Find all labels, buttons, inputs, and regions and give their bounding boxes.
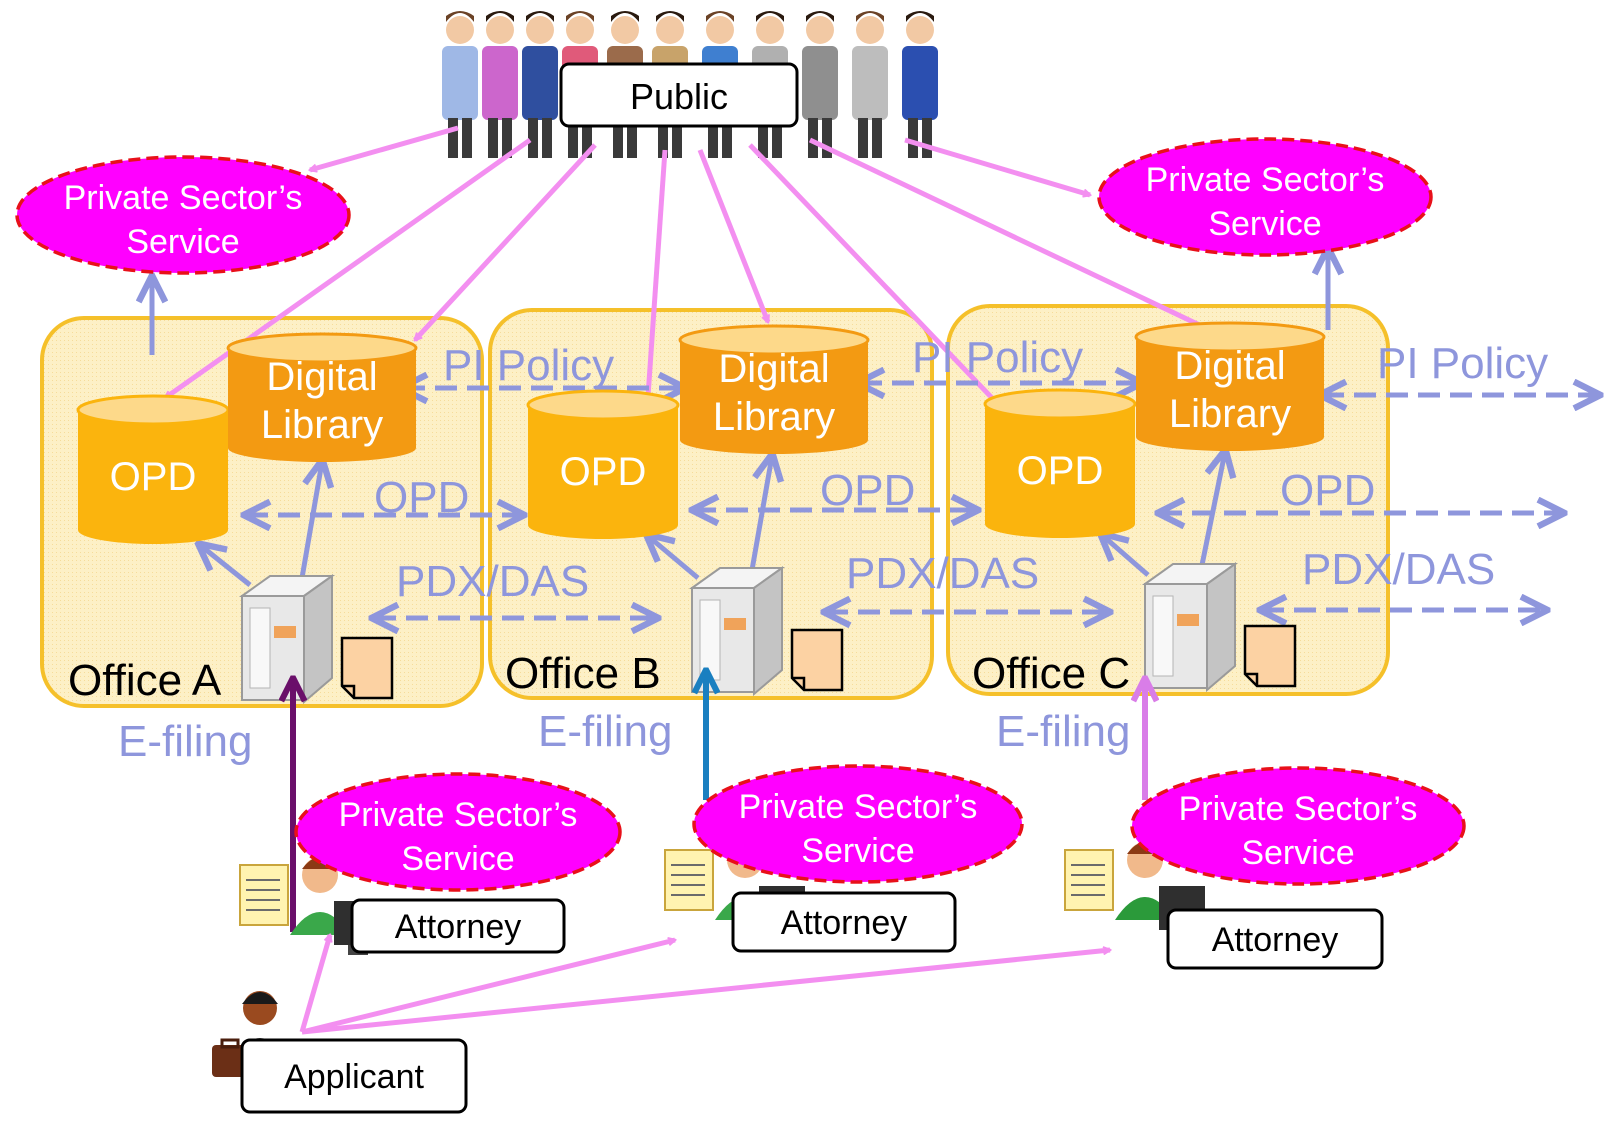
pi-policy-label: PI Policy bbox=[912, 333, 1083, 382]
pdx-das-label: PDX/DAS bbox=[396, 557, 589, 606]
public-person-figure bbox=[482, 11, 518, 158]
office-name-label: Office A bbox=[68, 656, 222, 705]
attorney-figure bbox=[1064, 842, 1205, 940]
document-icon bbox=[790, 628, 844, 692]
opd-database-label: OPD bbox=[110, 455, 197, 499]
digital-library-label-line2: Library bbox=[713, 395, 835, 439]
attorney-label-box-text: Attorney bbox=[1212, 921, 1339, 959]
private-service-label-line1: Private Sector’s bbox=[1146, 161, 1385, 199]
opd-exchange-label: OPD bbox=[1280, 466, 1375, 515]
attorney-label-box-text: Attorney bbox=[395, 908, 522, 946]
applicant-label-box: Applicant bbox=[240, 1038, 468, 1114]
public-label: Public bbox=[630, 76, 728, 117]
opd-database: OPD bbox=[526, 389, 680, 539]
private-service-label-line1: Private Sector’s bbox=[1179, 790, 1418, 828]
server-internal-arrows bbox=[200, 452, 1225, 587]
public-person-figure bbox=[802, 11, 838, 158]
pdx-das-label: PDX/DAS bbox=[846, 549, 1039, 598]
e-filing-label: E-filing bbox=[996, 707, 1131, 756]
opd-exchange-label: OPD bbox=[820, 466, 915, 515]
e-filing-label: E-filing bbox=[538, 707, 673, 756]
opd-exchange-label: OPD bbox=[374, 473, 469, 522]
opd-database: OPD bbox=[983, 388, 1137, 538]
pi-policy-label: PI Policy bbox=[1377, 339, 1548, 388]
digital-library-label-line2: Library bbox=[261, 403, 383, 447]
private-service-label-line1: Private Sector’s bbox=[64, 179, 303, 217]
office-name-label: Office B bbox=[505, 649, 661, 698]
digital-library-label-line2: Library bbox=[1169, 392, 1291, 436]
attorney-figure bbox=[239, 857, 380, 955]
opd-database: OPD bbox=[76, 394, 230, 544]
pdx-das-label: PDX/DAS bbox=[1302, 545, 1495, 594]
private-service-label-line2: Service bbox=[126, 223, 239, 261]
private-service-label-line2: Service bbox=[801, 832, 914, 870]
digital-library-label-line1: Digital bbox=[718, 347, 829, 391]
opd-database-label: OPD bbox=[1017, 449, 1104, 493]
public-person-figure bbox=[902, 11, 938, 158]
pi-policy-label: PI Policy bbox=[443, 341, 614, 390]
server-icon bbox=[1141, 562, 1239, 693]
exchange-arrows bbox=[246, 383, 1598, 618]
public-person-figure bbox=[442, 11, 478, 158]
e-filing-label: E-filing bbox=[118, 717, 253, 766]
attorney-label-box: Attorney bbox=[731, 891, 957, 953]
private-service-label-line2: Service bbox=[401, 840, 514, 878]
attorney-label-box-text: Attorney bbox=[781, 904, 908, 942]
public-person-figure bbox=[852, 11, 888, 158]
private-service-label-line1: Private Sector’s bbox=[339, 796, 578, 834]
attorney-label-box: Attorney bbox=[1166, 908, 1384, 970]
private-service-label-line2: Service bbox=[1208, 205, 1321, 243]
public-label-box: Public bbox=[559, 62, 799, 128]
office-name-label: Office C bbox=[972, 649, 1130, 698]
applicant-label-box-text: Applicant bbox=[284, 1058, 424, 1096]
applicant-arrows bbox=[299, 935, 1110, 1035]
server-icon bbox=[238, 574, 336, 705]
document-icon bbox=[340, 636, 394, 700]
document-icon bbox=[1243, 624, 1297, 688]
opd-database-label: OPD bbox=[560, 450, 647, 494]
private-service-label-line1: Private Sector’s bbox=[739, 788, 978, 826]
digital-library-label-line1: Digital bbox=[266, 355, 377, 399]
private-service-label-line2: Service bbox=[1241, 834, 1354, 872]
attorney-label-box: Attorney bbox=[350, 898, 566, 954]
digital-library-label-line1: Digital bbox=[1174, 344, 1285, 388]
public-person-figure bbox=[522, 11, 558, 158]
